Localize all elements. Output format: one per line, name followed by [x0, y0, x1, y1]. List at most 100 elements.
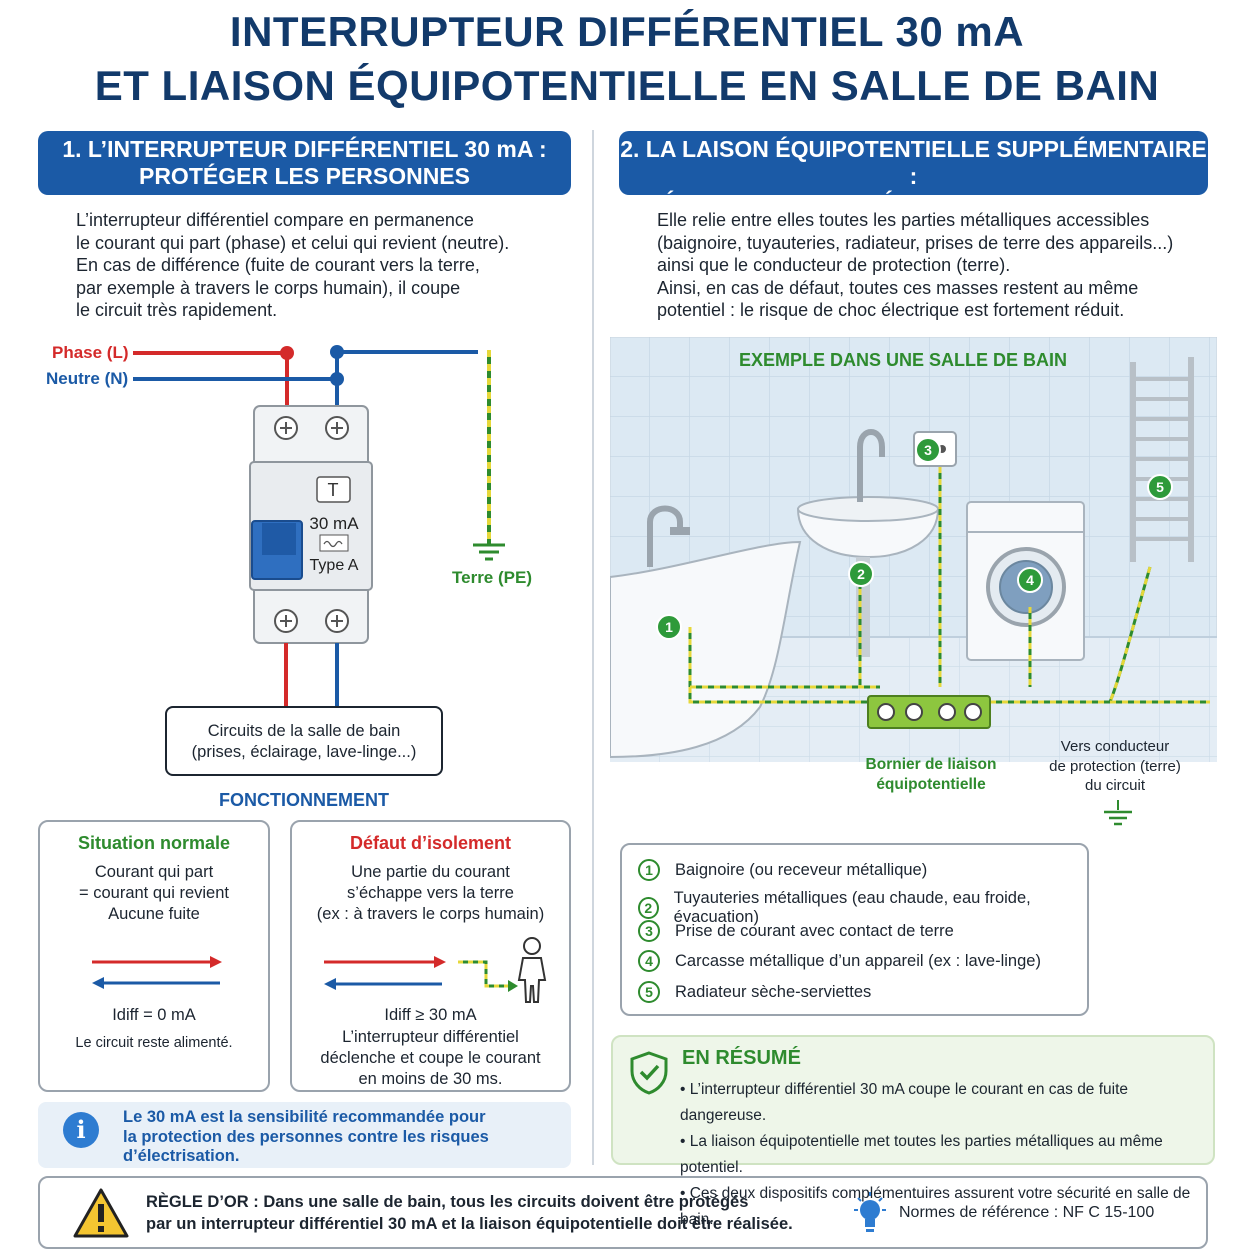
svg-text:4: 4: [1026, 572, 1034, 588]
circuits-line1: Circuits de la salle de bain: [207, 722, 401, 740]
marker-1: 1: [656, 614, 682, 640]
fault-idiff: Idiff ≥ 30 mA: [384, 1006, 477, 1024]
bonding-terminal-block: [867, 695, 991, 729]
legend-number: 3: [638, 920, 660, 942]
svg-text:5: 5: [1156, 479, 1164, 495]
intro-line: En cas de différence (fuite de courant v…: [76, 255, 480, 275]
summary-bullet: • L’interrupteur différentiel 30 mA coup…: [680, 1081, 1129, 1124]
standards-reference: Normes de référence : NF C 15-100: [899, 1204, 1155, 1221]
lightbulb-icon: [854, 1192, 886, 1232]
leakage-current-arrows: [324, 937, 547, 1003]
normal-note: Le circuit reste alimenté.: [75, 1035, 233, 1051]
conductor-label-line3: du circuit: [1084, 777, 1146, 794]
circuits-box: Circuits de la salle de bain (prises, éc…: [165, 706, 443, 776]
marker-5: 5: [1147, 474, 1173, 500]
normal-line: = courant qui revient: [79, 884, 229, 902]
fault-result-line: en moins de 30 ms.: [358, 1070, 503, 1088]
legend-text: Tuyauteries métalliques (eau chaude, eau…: [673, 889, 1031, 926]
svg-text:3: 3: [924, 442, 932, 458]
fault-result-line: L’interrupteur différentiel: [342, 1028, 519, 1046]
bornier-label: Bornier de liaison équipotentielle: [851, 755, 1011, 795]
summary-box: EN RÉSUMÉ • L’interrupteur différentiel …: [611, 1035, 1215, 1228]
legend-text: Prise de courant avec contact de terre: [675, 921, 954, 940]
legend-item: 4 Carcasse métallique d’un appareil (ex …: [638, 950, 1041, 972]
info-line: Le 30 mA est la sensibilité recommandée …: [123, 1108, 486, 1126]
intro-line: L’interrupteur différentiel compare en p…: [76, 210, 474, 230]
section-2-intro: Elle relie entre elles toutes les partie…: [657, 209, 1217, 322]
bornier-label-line1: Bornier de liaison: [865, 756, 997, 773]
footer-rule-box: RÈGLE D’OR : Dans une salle de bain, tou…: [38, 1176, 1208, 1249]
legend-item: 2 Tuyauteries métalliques (eau chaude, e…: [638, 889, 1087, 927]
page-title-line1: INTERRUPTEUR DIFFÉRENTIEL 30 mA: [229, 8, 1025, 55]
column-divider: [592, 130, 594, 1165]
earth-label: Terre (PE): [452, 568, 532, 587]
bornier-label-line2: équipotentielle: [876, 776, 986, 793]
fault-line: (ex : à travers le corps humain): [316, 905, 545, 923]
summary-bullet: • La liaison équipotentielle met toutes …: [680, 1133, 1163, 1176]
marker-2: 2: [848, 561, 874, 587]
info-line: d’électrisation.: [123, 1147, 240, 1165]
test-button-label: T: [328, 480, 339, 500]
normal-line: Aucune fuite: [108, 905, 200, 923]
bathroom-illustration: 1 2 3 4 5: [610, 337, 1217, 762]
summary-title: EN RÉSUMÉ: [682, 1047, 801, 1069]
section-1-header: 1. L’INTERRUPTEUR DIFFÉRENTIEL 30 mA : P…: [38, 131, 571, 195]
balanced-current-arrows: [92, 956, 222, 989]
normal-line: Courant qui part: [94, 863, 214, 881]
info-box: i Le 30 mA est la sensibilité recommandé…: [38, 1102, 571, 1168]
legend-text: Radiateur sèche-serviettes: [675, 982, 872, 1001]
fault-line: Une partie du courant: [351, 863, 510, 881]
neutral-node: [330, 372, 344, 386]
legend-number: 1: [638, 859, 660, 881]
fault-card: Défaut d’isolement Une partie du courant…: [290, 820, 571, 1092]
legend-item: 5 Radiateur sèche-serviettes: [638, 981, 871, 1003]
circuit-breaker-icon: [249, 405, 373, 644]
marker-4: 4: [1017, 567, 1043, 593]
intro-line: ainsi que le conducteur de protection (t…: [657, 255, 1011, 275]
legend-box: 1 Baignoire (ou receveur métallique) 2 T…: [620, 843, 1089, 1016]
golden-rule-line2: par un interrupteur différentiel 30 mA e…: [146, 1215, 793, 1233]
neutral-label: Neutre (N): [46, 369, 129, 388]
earth-symbol-icon: [1104, 800, 1132, 826]
marker-3: 3: [915, 437, 941, 463]
conductor-label-line2: de protection (terre): [1049, 757, 1181, 775]
section-1-header-line1: 1. L’INTERRUPTEUR DIFFÉRENTIEL 30 mA :: [62, 136, 547, 162]
golden-rule-line1: RÈGLE D’OR : Dans une salle de bain, tou…: [146, 1193, 749, 1211]
earth-symbol-icon: [473, 543, 505, 561]
intro-line: (baignoire, tuyauteries, radiateur, pris…: [657, 232, 1174, 253]
section-1-header-line2: PROTÉGER LES PERSONNES: [138, 163, 470, 189]
example-title: EXEMPLE DANS UNE SALLE DE BAIN: [738, 350, 1068, 370]
legend-item: 3 Prise de courant avec contact de terre: [638, 920, 954, 942]
intro-line: le courant qui part (phase) et celui qui…: [76, 232, 510, 253]
legend-number: 5: [638, 981, 660, 1003]
legend-number: 4: [638, 950, 660, 972]
breaker-type: Type A: [310, 557, 359, 574]
normal-idiff: Idiff = 0 mA: [112, 1006, 196, 1024]
section-2-header: 2. LA LAISON ÉQUIPOTENTIELLE SUPPLÉMENTA…: [619, 131, 1208, 216]
summary-bullet: • Ces deux dispositifs complémentuires a…: [680, 1185, 1191, 1228]
fault-title: Défaut d’isolement: [349, 833, 512, 853]
legend-text: Baignoire (ou receveur métallique): [675, 860, 928, 879]
section-2-header-line2: ÉLIMINER LES DIFFÉRENCES DE POTENTIEL: [661, 190, 1166, 216]
shield-check-icon: [630, 1051, 668, 1095]
info-icon: i: [63, 1112, 99, 1148]
svg-text:1: 1: [665, 619, 673, 635]
phase-label: Phase (L): [52, 343, 129, 362]
intro-line: Ainsi, en cas de défaut, toutes ces mass…: [657, 277, 1139, 298]
section-2-header-line1: 2. LA LAISON ÉQUIPOTENTIELLE SUPPLÉMENTA…: [620, 136, 1207, 189]
intro-line: par exemple à travers le corps humain), …: [76, 277, 461, 298]
legend-item: 1 Baignoire (ou receveur métallique): [638, 859, 927, 881]
bonding-wires: [688, 467, 1210, 704]
page-title-line2: ET LIAISON ÉQUIPOTENTIELLE EN SALLE DE B…: [94, 62, 1160, 109]
conductor-label-line1: Vers conducteur: [1060, 738, 1170, 755]
phase-node: [280, 346, 294, 360]
neutral-node-top: [330, 345, 344, 359]
breaker-rating: 30 mA: [309, 514, 359, 533]
fonctionnement-heading: FONCTIONNEMENT: [219, 790, 389, 810]
normal-situation-card: Situation normale Courant qui part = cou…: [38, 820, 270, 1092]
person-icon: [517, 937, 547, 1003]
section-1-intro: L’interrupteur différentiel compare en p…: [76, 209, 586, 322]
intro-line: potentiel : le risque de choc électrique…: [657, 300, 1125, 320]
normal-title: Situation normale: [77, 833, 230, 853]
circuits-line2: (prises, éclairage, lave-linge...): [191, 743, 417, 761]
